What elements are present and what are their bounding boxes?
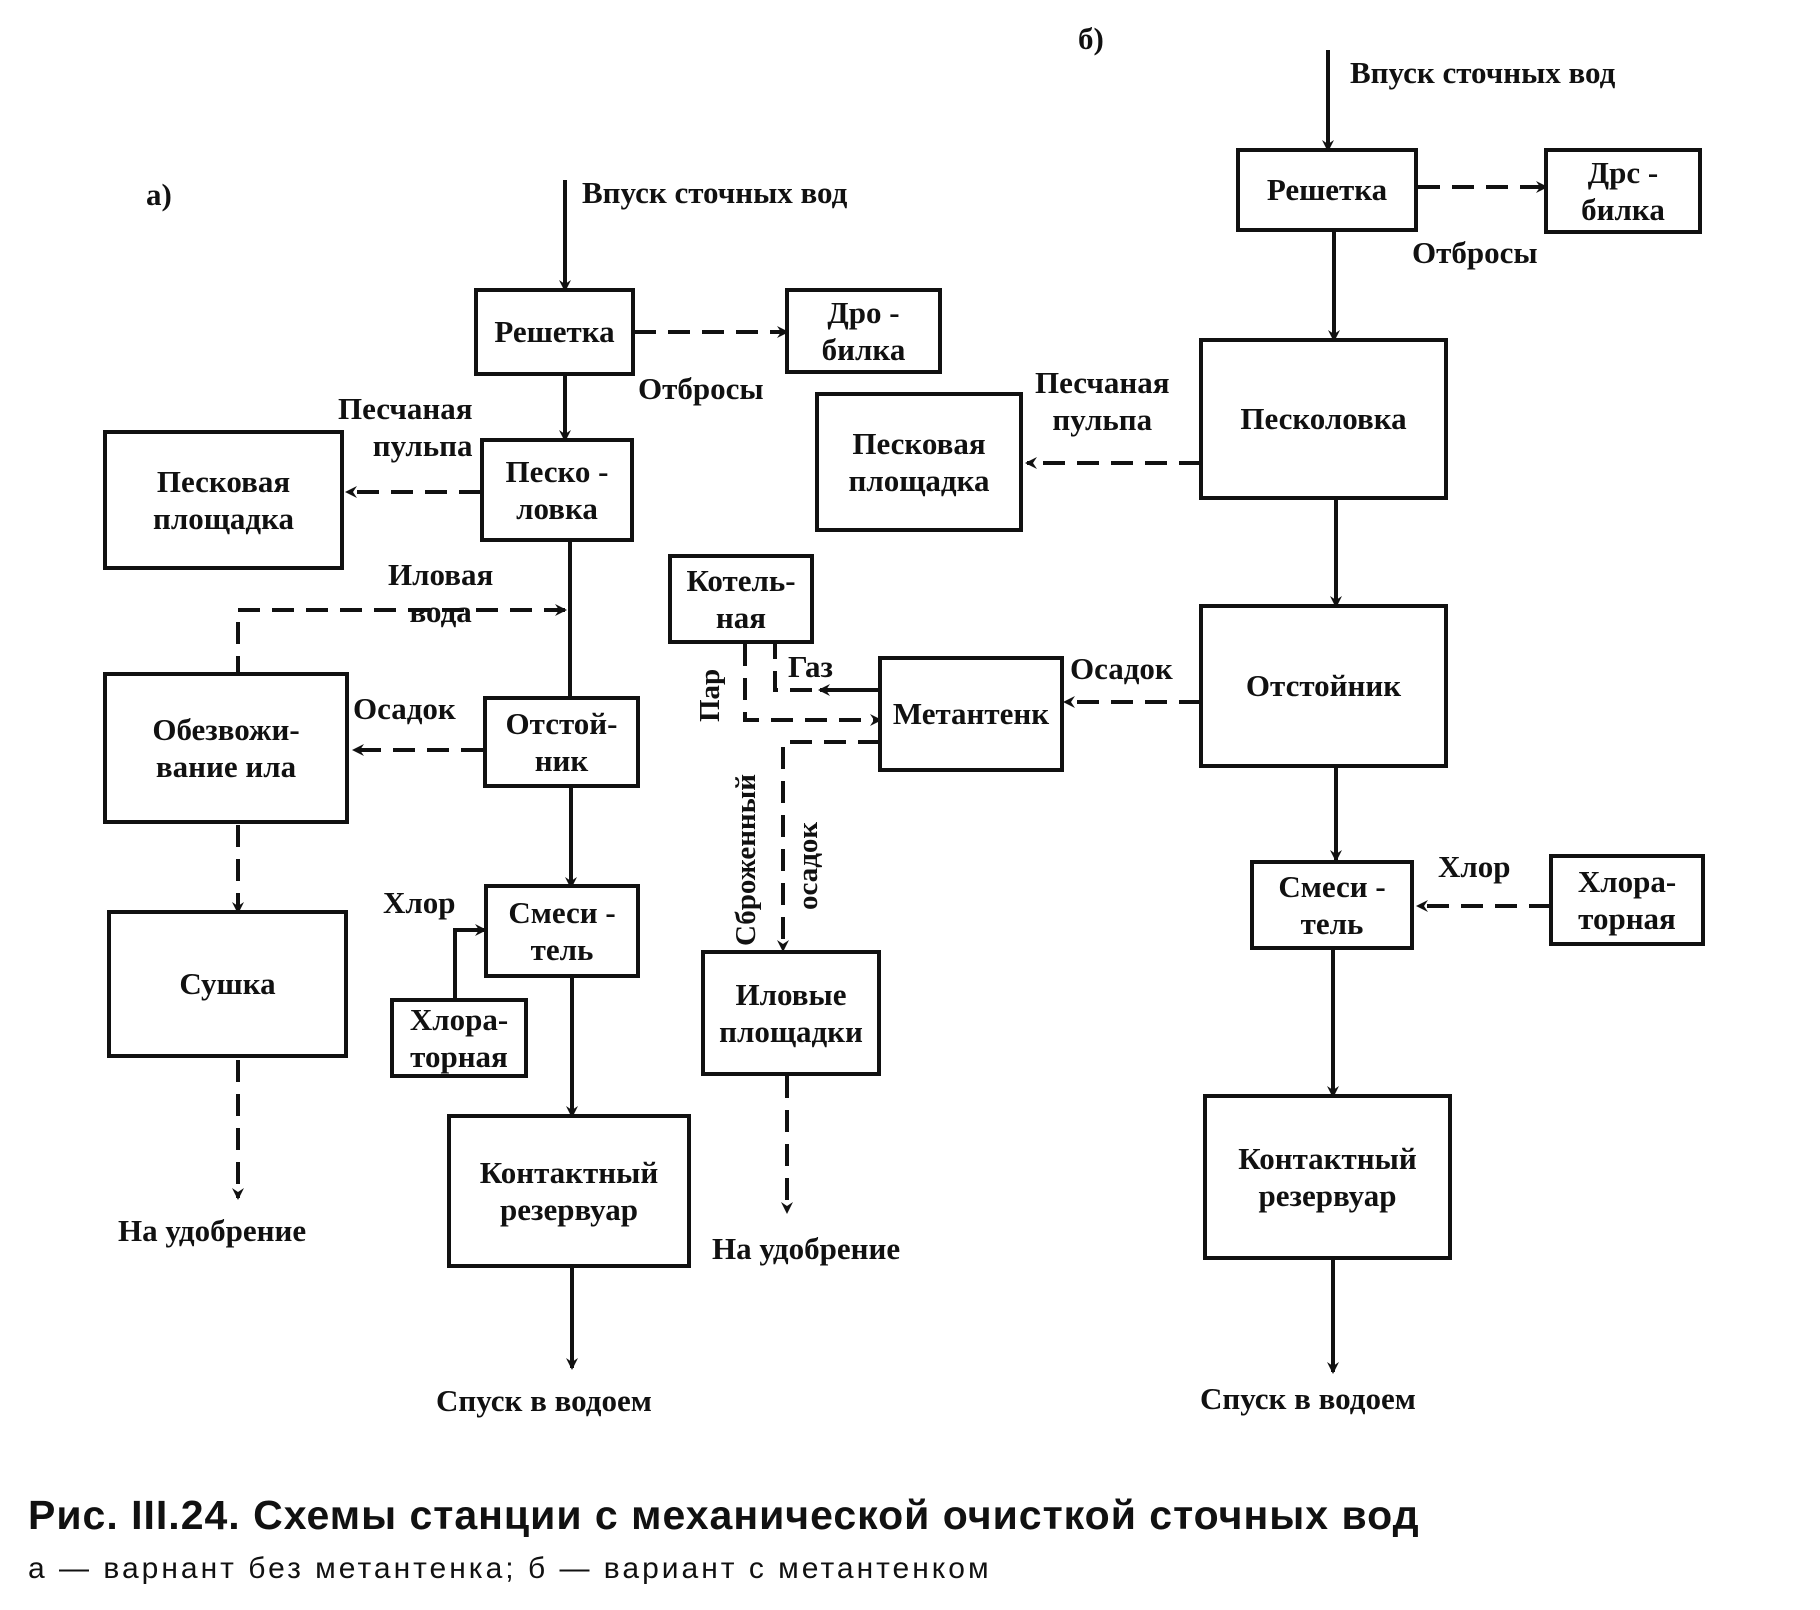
b-sandtrap-box: Песколовка: [1199, 338, 1448, 500]
a-settler-box: Отстой- ник: [483, 696, 640, 788]
b-marker: б): [1078, 21, 1104, 56]
b-fertilizer-label: На удобрение: [712, 1231, 901, 1266]
b-discharge-label: Спуск в водоем: [1200, 1381, 1416, 1416]
a-mixer-box: Смеси - тель: [484, 884, 640, 978]
figure-caption: Рис. III.24. Схемы станции с механическо…: [28, 1492, 1420, 1538]
b-sandpulp-label: Песчаная пульпа: [1035, 365, 1170, 438]
b-chlorine-label: Хлор: [1438, 849, 1511, 884]
a-screenings-label: Отбросы: [638, 371, 764, 406]
a-fertilizer-label: На удобрение: [118, 1213, 307, 1248]
a-chlorine-label: Хлор: [383, 885, 456, 920]
a-contacttank-box: Контактный резервуар: [447, 1114, 691, 1268]
a-sludgewater-flow: [236, 604, 567, 678]
a-sludgewater-label: Иловая вода: [388, 557, 494, 630]
b-crusher-box: Дрс - билка: [1544, 148, 1702, 234]
b-settler-box: Отстойник: [1199, 604, 1448, 768]
a-dewatering-box: Обезвожи- вание ила: [103, 672, 349, 824]
b-digested-label-2: осадок: [792, 821, 824, 910]
b-chlorinator-box: Хлора- торная: [1549, 854, 1705, 946]
figure-subcaption: а — варнант без метантенка; б — вариант …: [28, 1552, 992, 1585]
a-marker: а): [146, 177, 172, 212]
a-inlet-label: Впуск сточных вод: [582, 175, 848, 210]
a-crusher-box: Дро - билка: [785, 288, 942, 374]
b-boiler-box: Котель- ная: [668, 554, 814, 644]
a-chlorinator-box: Хлора- торная: [390, 998, 528, 1078]
a-sandtrap-box: Песко - ловка: [480, 438, 634, 542]
b-gas-label: Газ: [788, 649, 833, 684]
a-drying-box: Сушка: [107, 910, 348, 1058]
b-sandpad-box: Песковая площадка: [815, 392, 1023, 532]
b-contacttank-box: Контактный резервуар: [1203, 1094, 1452, 1260]
a-chlorine-flow: [453, 924, 487, 1006]
a-screen-box: Решетка: [474, 288, 635, 376]
b-inlet-label: Впуск сточных вод: [1350, 55, 1616, 90]
b-sediment-label: Осадок: [1070, 651, 1173, 686]
b-sludgebeds-box: Иловые площадки: [701, 950, 881, 1076]
a-sediment-label: Осадок: [353, 691, 456, 726]
a-sandpad-box: Песковая площадка: [103, 430, 344, 570]
b-screenings-label: Отбросы: [1412, 235, 1538, 270]
a-sandpulp-label: Песчаная пульпа: [338, 391, 473, 464]
b-digested-label: Сброженный: [730, 774, 762, 946]
b-digester-box: Метантенк: [878, 656, 1064, 772]
a-discharge-label: Спуск в водоем: [436, 1383, 652, 1418]
b-steam-flow: [743, 644, 882, 726]
b-mixer-box: Смеси - тель: [1250, 860, 1414, 950]
b-steam-label: Пар: [694, 668, 726, 722]
b-screen-box: Решетка: [1236, 148, 1418, 232]
